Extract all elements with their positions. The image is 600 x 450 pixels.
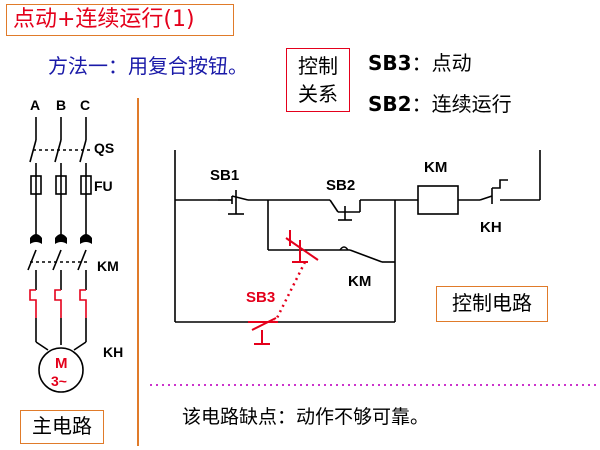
- page-title: 点动+连续运行(1): [6, 4, 234, 36]
- control-relation-line2: 关系: [298, 82, 338, 106]
- sb3-linkage: [273, 261, 307, 323]
- fu-label: FU: [94, 178, 113, 194]
- km-main-label: KM: [97, 258, 119, 274]
- control-circuit-box: 控制电路: [436, 286, 548, 322]
- kh-thermal-elements: [29, 289, 87, 318]
- sb2-label: SB2: [326, 177, 355, 194]
- sb3-label: SB3: [246, 289, 275, 306]
- main-circuit-box: 主电路: [20, 410, 104, 444]
- sb2-note-label: SB2: [368, 92, 412, 116]
- sb3-note-desc: ：点动: [411, 51, 472, 75]
- control-relation-line1: 控制: [298, 54, 338, 78]
- control-relation-box: 控制 关系: [286, 48, 350, 112]
- main-circuit: [27, 117, 92, 351]
- km-coil-label: KM: [424, 159, 447, 176]
- km-aux-arc: [339, 246, 349, 251]
- motor-label-m: M: [55, 355, 68, 372]
- qs-label: QS: [94, 140, 114, 156]
- sb2-note-desc: ：连续运行: [411, 92, 512, 116]
- sb1-label: SB1: [210, 167, 239, 184]
- flaw-text: 该电路缺点：动作不够可靠。: [182, 406, 430, 428]
- phase-c-label: C: [80, 97, 90, 113]
- km-contact-label: KM: [348, 273, 371, 290]
- kh-main-label: KH: [103, 344, 123, 360]
- sb3-note-label: SB3: [368, 51, 412, 75]
- sb3-composite-button: [248, 230, 319, 345]
- sb3-note: SB3：点动: [368, 47, 472, 76]
- kh-contact-label: KH: [480, 219, 502, 236]
- method-text: 方法一：用复合按钮。: [48, 54, 248, 78]
- control-circuit: [174, 150, 541, 323]
- phase-b-label: B: [56, 97, 66, 113]
- sb2-note: SB2：连续运行: [368, 88, 512, 117]
- motor-label-phase: 3~: [51, 373, 67, 389]
- motor-circle: [38, 347, 84, 393]
- km-main-contact-arcs: [30, 234, 92, 244]
- phase-a-label: A: [30, 97, 40, 113]
